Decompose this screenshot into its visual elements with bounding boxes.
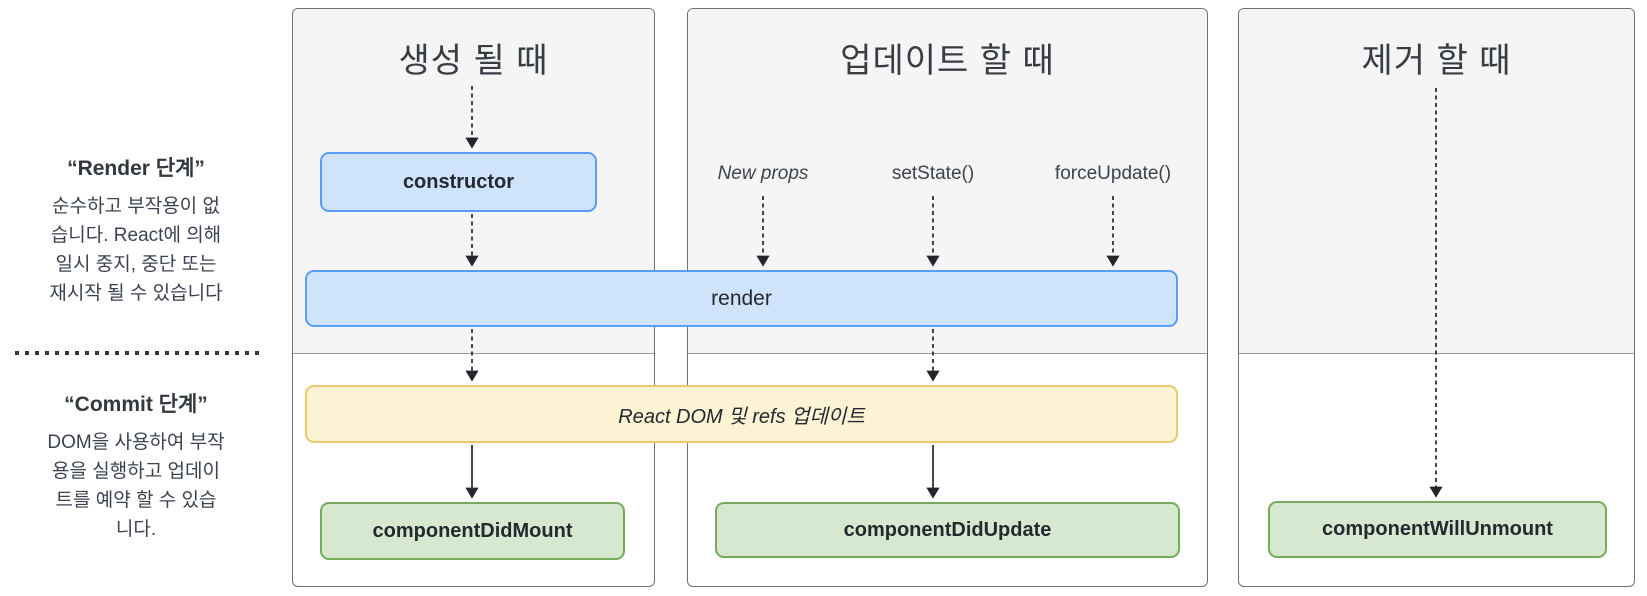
unmounting-title: 제거 할 때 bbox=[1361, 42, 1512, 80]
trigger-force-update: forceUpdate() bbox=[1054, 163, 1172, 184]
updating-title: 업데이트 할 때 bbox=[840, 42, 1055, 80]
trigger-new-props: New props bbox=[717, 163, 809, 184]
commit-phase-block: “Commit 단계” DOM을 사용하여 부작 용을 실행하고 업데이 트를 … bbox=[5, 388, 267, 544]
component-will-unmount-box[interactable]: componentWillUnmount bbox=[1268, 501, 1607, 558]
render-box[interactable]: render bbox=[305, 270, 1178, 327]
react-dom-update-box: React DOM 및 refs 업데이트 bbox=[305, 385, 1178, 443]
constructor-box[interactable]: constructor bbox=[320, 152, 597, 212]
trigger-set-state: setState() bbox=[891, 163, 975, 184]
render-phase-block: “Render 단계” 순수하고 부작용이 없 습니다. React에 의해 일… bbox=[5, 152, 267, 308]
render-phase-description: 순수하고 부작용이 없 습니다. React에 의해 일시 중지, 중단 또는 … bbox=[49, 196, 223, 304]
mounting-title: 생성 될 때 bbox=[398, 42, 549, 80]
phase-sidebar: “Render 단계” 순수하고 부작용이 없 습니다. React에 의해 일… bbox=[5, 0, 267, 596]
commit-phase-title: “Commit 단계” bbox=[64, 393, 208, 416]
commit-phase-description: DOM을 사용하여 부작 용을 실행하고 업데이 트를 예약 할 수 있습 니다… bbox=[47, 432, 225, 540]
component-did-mount-box[interactable]: componentDidMount bbox=[320, 502, 625, 560]
component-did-update-box[interactable]: componentDidUpdate bbox=[715, 502, 1180, 558]
render-phase-title: “Render 단계” bbox=[67, 157, 205, 180]
phase-divider bbox=[15, 351, 260, 355]
